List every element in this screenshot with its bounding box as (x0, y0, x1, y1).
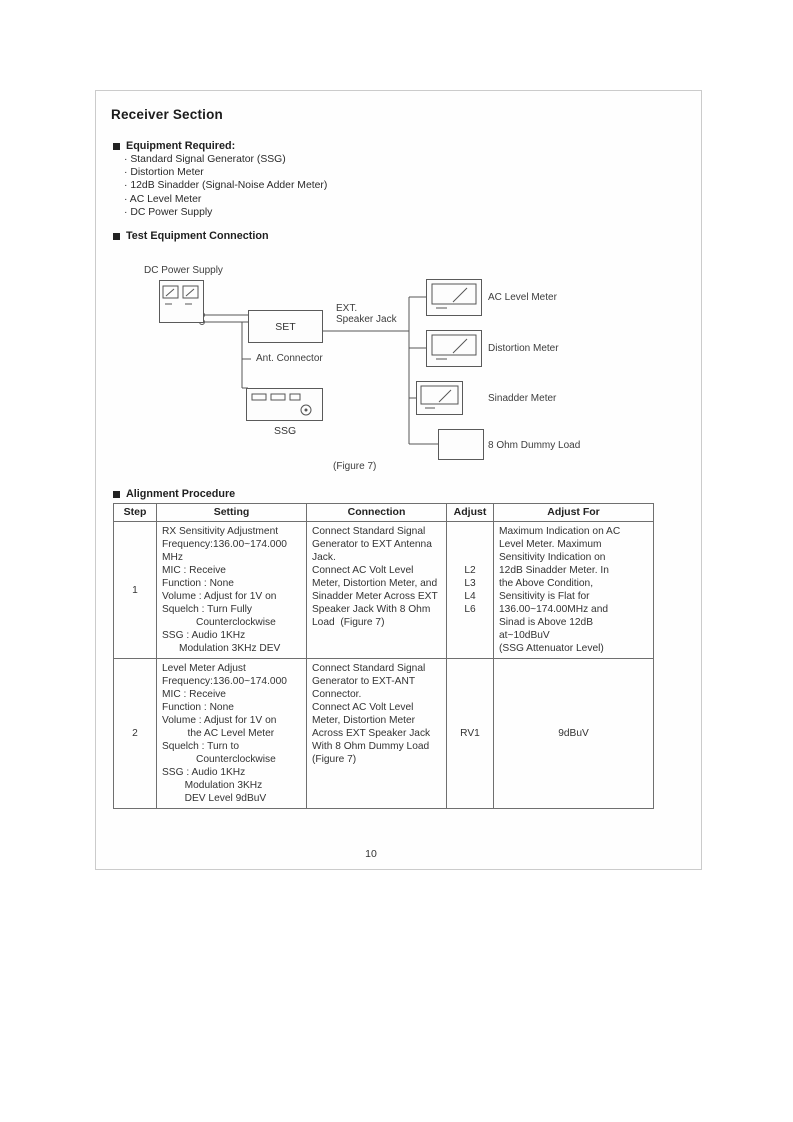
square-bullet-icon (113, 143, 120, 150)
col-header-step: Step (113, 503, 157, 522)
distortion-meter-label: Distortion Meter (488, 343, 559, 354)
col-header-adjust-for: Adjust For (493, 503, 654, 522)
step-cell: 2 (113, 658, 157, 809)
test-equipment-connection-heading: Test Equipment Connection (113, 230, 269, 242)
meter-icon (420, 385, 459, 409)
setting-cell: Level Meter Adjust Frequency:136.00~174.… (156, 658, 307, 809)
ext-speaker-jack-label: EXT. Speaker Jack (336, 303, 397, 325)
alignment-procedure-heading: Alignment Procedure (113, 488, 235, 500)
set-label: SET (275, 320, 296, 333)
ssg-label: SSG (274, 425, 297, 437)
distortion-meter-box (426, 330, 482, 367)
setting-cell: RX Sensitivity Adjustment Frequency:136.… (156, 521, 307, 659)
connection-diagram: DC Power Supply SET EXT. Speaker Jack An… (96, 261, 703, 476)
ant-connector-label: Ant. Connector (256, 353, 323, 364)
table-header-row: Step Setting Connection Adjust Adjust Fo… (113, 503, 654, 522)
connection-cell: Connect Standard Signal Generator to EXT… (306, 521, 447, 659)
sinadder-meter-box (416, 381, 463, 415)
dummy-load-box (438, 429, 484, 460)
ac-level-meter-label: AC Level Meter (488, 292, 557, 303)
adjust-cell: RV1 (446, 658, 494, 809)
page-title: Receiver Section (111, 107, 224, 122)
meter-icon (431, 283, 477, 309)
dummy-load-label: 8 Ohm Dummy Load (488, 440, 581, 451)
step-cell: 1 (113, 521, 157, 659)
col-header-connection: Connection (306, 503, 447, 522)
dc-meter-icon (162, 285, 199, 305)
alignment-heading-label: Alignment Procedure (126, 488, 236, 500)
ac-level-meter-box (426, 279, 482, 316)
equipment-list: Standard Signal Generator (SSG) Distorti… (124, 153, 328, 219)
equipment-heading-label: Equipment Required: (126, 140, 236, 152)
adjust-for-cell: Maximum Indication on AC Level Meter. Ma… (493, 521, 654, 659)
list-item: DC Power Supply (124, 206, 327, 219)
list-item: 12dB Sinadder (Signal-Noise Adder Meter) (124, 179, 327, 192)
adjust-cell: L2 L3 L4 L6 (446, 521, 494, 659)
document-page: Receiver Section Equipment Required: Sta… (95, 90, 702, 870)
equipment-required-heading: Equipment Required: (113, 140, 235, 152)
dc-power-supply-box (159, 280, 204, 323)
list-item: AC Level Meter (124, 193, 327, 206)
connection-cell: Connect Standard Signal Generator to EXT… (306, 658, 447, 809)
list-item: Distortion Meter (124, 166, 327, 179)
meter-icon (431, 334, 477, 360)
figure-caption: (Figure 7) (333, 461, 377, 472)
list-item: Standard Signal Generator (SSG) (124, 153, 327, 166)
table-row: 2 Level Meter Adjust Frequency:136.00~17… (113, 658, 654, 809)
connection-heading-label: Test Equipment Connection (126, 230, 269, 242)
dc-power-supply-label: DC Power Supply (144, 265, 223, 276)
alignment-table: Step Setting Connection Adjust Adjust Fo… (113, 503, 654, 809)
set-box: SET (248, 310, 323, 343)
ssg-front-panel-icon (251, 393, 312, 416)
square-bullet-icon (113, 491, 120, 498)
ssg-box (246, 388, 323, 421)
sinadder-meter-label: Sinadder Meter (488, 393, 557, 404)
adjust-for-cell: 9dBuV (493, 658, 654, 809)
col-header-setting: Setting (156, 503, 307, 522)
table-row: 1 RX Sensitivity Adjustment Frequency:13… (113, 521, 654, 659)
page-number: 10 (365, 848, 377, 860)
col-header-adjust: Adjust (446, 503, 494, 522)
square-bullet-icon (113, 233, 120, 240)
